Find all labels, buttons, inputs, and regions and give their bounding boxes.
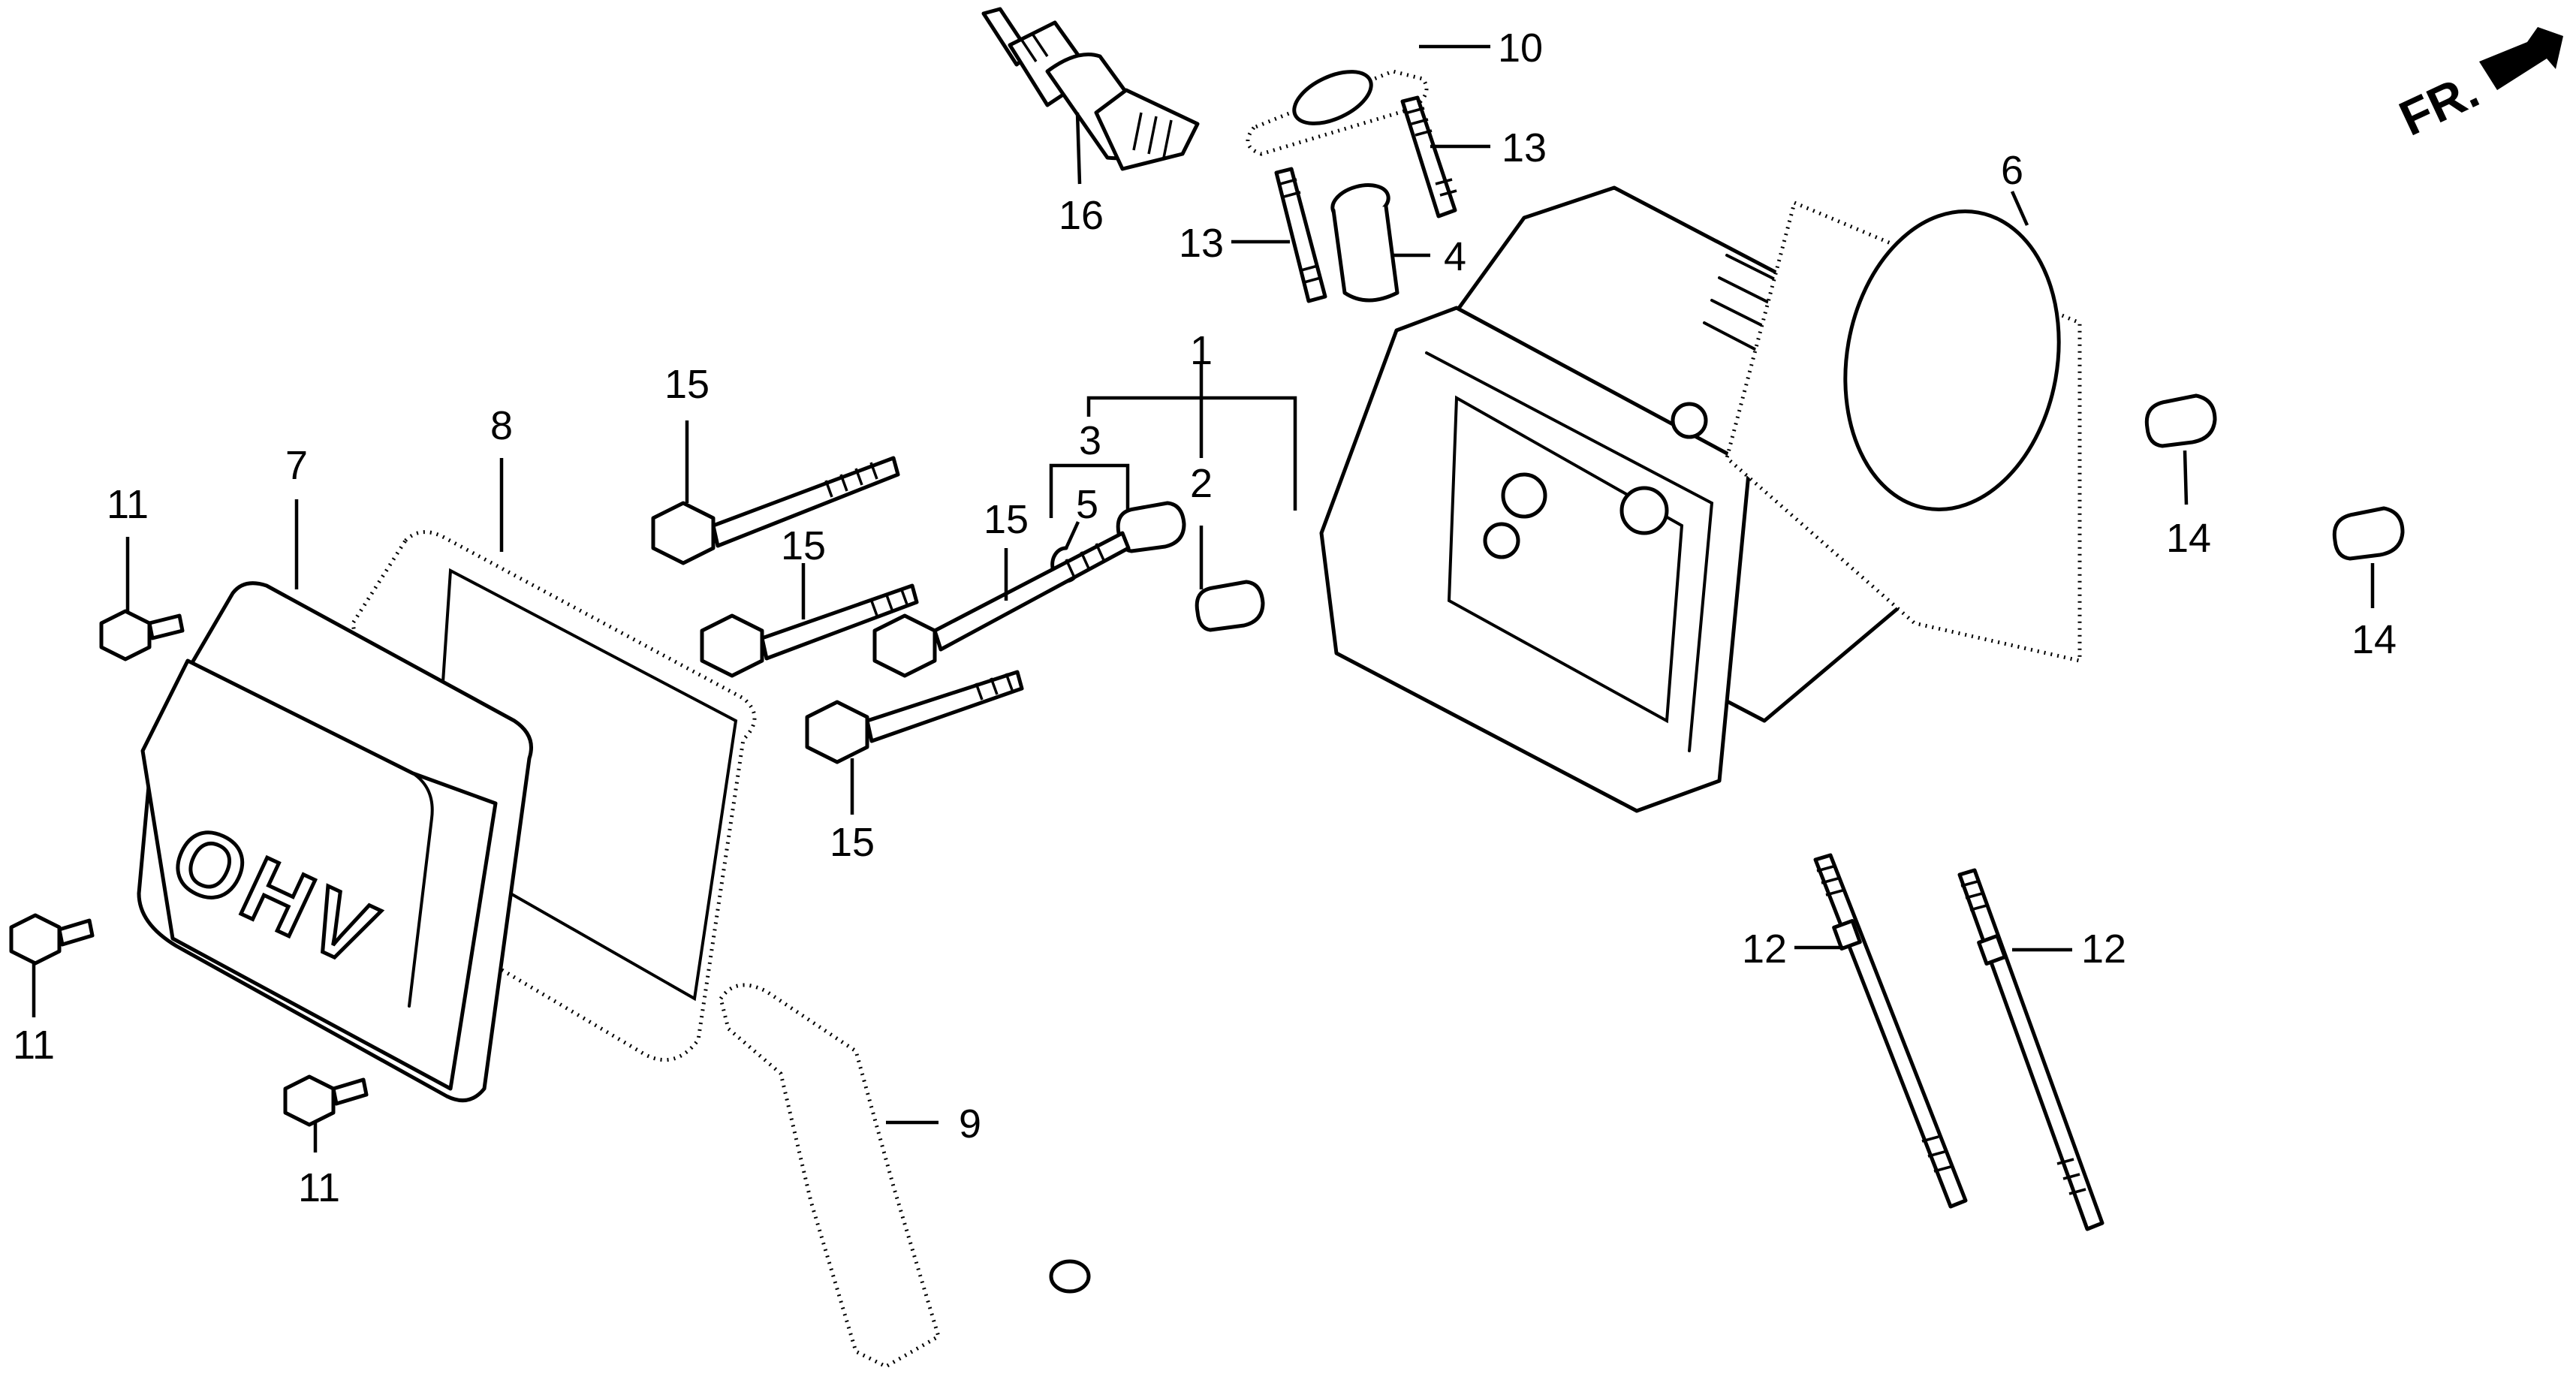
spark-plug[interactable] bbox=[981, 7, 1200, 185]
callout-13a: 13 bbox=[1502, 125, 1547, 170]
callout-2: 2 bbox=[1190, 461, 1213, 506]
callout-15b: 15 bbox=[781, 523, 826, 568]
intake-insulator[interactable] bbox=[1329, 179, 1430, 303]
front-direction-arrow-icon bbox=[2479, 27, 2563, 90]
callout-9: 9 bbox=[959, 1101, 981, 1146]
callout-brackets bbox=[1049, 364, 1297, 589]
front-direction-label: FR. bbox=[2391, 62, 2487, 146]
callout-10: 10 bbox=[1498, 26, 1543, 71]
callout-13b: 13 bbox=[1179, 221, 1224, 266]
front-direction-indicator: FR. bbox=[2391, 27, 2563, 146]
callout-3: 3 bbox=[1079, 418, 1101, 463]
callout-14b: 14 bbox=[2352, 617, 2397, 662]
callout-14a: 14 bbox=[2166, 516, 2211, 561]
flange-bolt-15c[interactable] bbox=[872, 531, 1131, 678]
callout-12a: 12 bbox=[1742, 927, 1787, 972]
cylinder-head-gasket[interactable] bbox=[1725, 191, 2082, 664]
callout-15c: 15 bbox=[984, 497, 1029, 542]
callout-11c: 11 bbox=[298, 1165, 340, 1210]
breather-tube[interactable] bbox=[719, 983, 1091, 1369]
flange-bolt-11b[interactable] bbox=[9, 913, 95, 1017]
callout-4: 4 bbox=[1444, 234, 1466, 279]
flange-bolt-15b[interactable] bbox=[700, 563, 919, 678]
insulator-gasket[interactable] bbox=[1246, 44, 1490, 156]
dowel-pin-14b[interactable] bbox=[2332, 506, 2405, 608]
dowel-pin-2[interactable] bbox=[1195, 580, 1265, 632]
flange-bolt-11c[interactable] bbox=[283, 1074, 369, 1152]
callout-12b: 12 bbox=[2081, 927, 2126, 972]
callout-16: 16 bbox=[1059, 193, 1104, 238]
callout-1: 1 bbox=[1190, 328, 1213, 373]
callout-labels: 1 2 3 4 5 6 7 8 9 10 11 11 11 12 12 13 1… bbox=[13, 26, 2397, 1210]
flange-bolt-15d[interactable] bbox=[805, 670, 1024, 815]
callout-16-leader bbox=[1075, 112, 1082, 185]
callout-6: 6 bbox=[2001, 148, 2023, 193]
callout-5: 5 bbox=[1076, 482, 1098, 527]
callout-8: 8 bbox=[490, 403, 513, 448]
callout-15d: 15 bbox=[830, 820, 875, 865]
head-cover[interactable]: OHV bbox=[137, 499, 533, 1103]
stud-bolt-long-12a[interactable] bbox=[1794, 853, 1968, 1209]
callout-7: 7 bbox=[285, 443, 308, 488]
stud-bolt-upper[interactable] bbox=[1400, 95, 1490, 218]
callout-15a: 15 bbox=[664, 362, 710, 407]
dowel-pin-14a[interactable] bbox=[2144, 393, 2217, 505]
stud-bolt-lower[interactable] bbox=[1231, 167, 1327, 303]
flange-bolt-11a[interactable] bbox=[99, 537, 185, 661]
flange-bolt-15a[interactable] bbox=[651, 420, 900, 565]
callout-11a: 11 bbox=[107, 482, 149, 527]
callout-11b: 11 bbox=[13, 1023, 55, 1068]
stud-bolt-long-12b[interactable] bbox=[1957, 868, 2104, 1231]
